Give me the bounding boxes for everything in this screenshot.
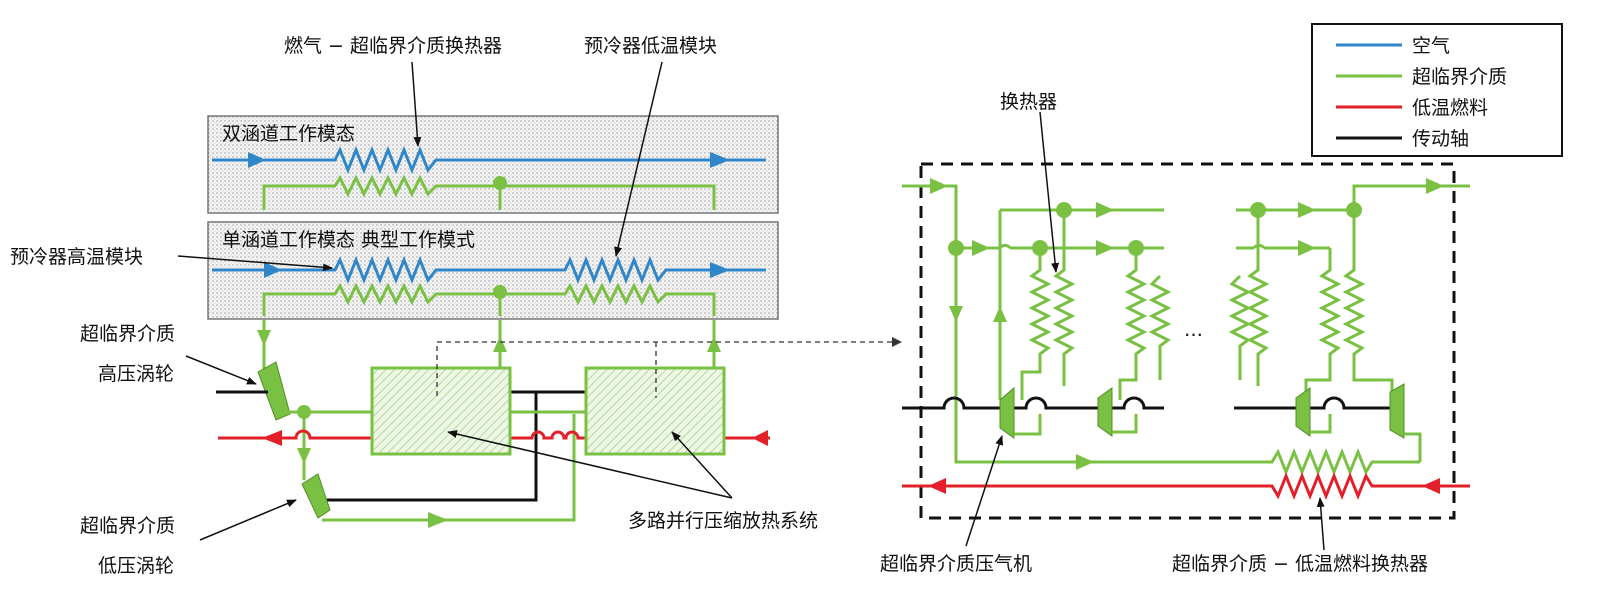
hx-coil-7 — [1304, 248, 1342, 400]
compressor-1 — [999, 386, 1015, 439]
left-group-riser-arrow — [993, 306, 1007, 322]
leader-fuel-hx — [1316, 497, 1325, 551]
single-air-arrow-1 — [264, 262, 282, 278]
dual-medium-node — [493, 176, 507, 190]
hp-turbine — [257, 361, 291, 421]
detail-fuel-arrow-out — [928, 478, 946, 494]
detail-down-arrow — [949, 306, 963, 322]
dual-air-line — [212, 145, 766, 175]
label-hp-turbine-1: 超临界介质 — [80, 323, 175, 345]
leader-compressor — [965, 435, 1004, 547]
label-heat-exchanger: 换热器 — [1000, 91, 1057, 113]
label-hp-turbine-2: 高压涡轮 — [98, 363, 174, 385]
legend-label-air: 空气 — [1412, 35, 1450, 57]
ellipsis-marker: … — [1184, 319, 1203, 341]
callout-labels: 燃气 − 超临界介质换热器 预冷器低温模块 预冷器高温模块 超临界介质 高压涡轮… — [10, 35, 1428, 577]
label-lp-turbine-2: 低压涡轮 — [98, 555, 174, 577]
dual-duct-frame — [207, 115, 779, 214]
compressor-2 — [1097, 387, 1113, 437]
fuel-arrow-in — [752, 430, 768, 446]
upper-row-right-arrow — [1298, 202, 1316, 218]
detail-fuel-line — [902, 471, 1470, 501]
hp-to-lp-arrow — [297, 448, 311, 464]
detail-medium-return-arrow — [1076, 454, 1094, 470]
lp-outlet-arrow — [428, 512, 448, 528]
legend-label-shaft: 传动轴 — [1412, 128, 1469, 150]
detail-outlet-arrow — [1426, 178, 1444, 194]
dual-air-arrow-2 — [710, 152, 730, 168]
legend: 空气 超临界介质 低温燃料 传动轴 — [1311, 23, 1563, 157]
label-compressor: 超临界介质压气机 — [880, 553, 1032, 575]
single-air-arrow-2 — [710, 262, 730, 278]
leader-multipath-1 — [447, 430, 733, 499]
leader-lp-turbine — [199, 499, 297, 541]
hp-turbine-inlet-arrow — [257, 330, 271, 346]
lp-turbine — [301, 473, 331, 519]
label-fuel-hx: 超临界介质 − 低温燃料换热器 — [1172, 553, 1428, 575]
detail-medium-return — [954, 420, 1420, 477]
detail-inlet-arrow — [930, 178, 948, 194]
detail-link-arrow — [892, 337, 902, 347]
single-duct-panel: 单涵道工作模态 典型工作模式 — [207, 221, 779, 320]
label-precooler-high: 预冷器高温模块 — [10, 246, 143, 268]
detail-fuel-arrow-in — [1422, 478, 1440, 494]
single-air-line — [212, 255, 766, 285]
leader-heat-exchanger — [1039, 111, 1060, 273]
label-multipath-system: 多路并行压缩放热系统 — [628, 510, 818, 532]
single-duct-title: 单涵道工作模态 典型工作模式 — [222, 229, 475, 251]
leader-multipath-2 — [671, 431, 733, 499]
label-gas-hx: 燃气 − 超临界介质换热器 — [284, 35, 502, 57]
detail-frame — [919, 162, 1456, 520]
hx-coil-6 — [1246, 210, 1270, 386]
compression-module-1 — [370, 366, 512, 456]
lower-row-right-arrow — [1298, 240, 1316, 256]
detail-link-dashed — [436, 341, 892, 398]
legend-label-fuel: 低温燃料 — [1412, 97, 1488, 119]
dual-duct-title: 双涵道工作模态 — [222, 123, 355, 145]
leader-precooler-high — [177, 255, 333, 272]
upper-row-left-arrow — [1096, 202, 1114, 218]
lower-row-arrow-2 — [1096, 240, 1114, 256]
dual-duct-panel: 双涵道工作模态 — [207, 115, 779, 214]
callout-leaders — [177, 61, 1325, 551]
lp-outlet-line — [322, 414, 576, 522]
compression-module-2 — [584, 366, 726, 456]
leader-precooler-low — [614, 61, 663, 257]
left-lower-system — [216, 320, 902, 528]
detail-inlet — [902, 184, 958, 420]
hx-coil-3 — [1118, 248, 1148, 400]
dual-air-arrow-1 — [248, 152, 266, 168]
module-outlet-2-arrow — [707, 336, 721, 352]
detail-shaft-right — [1234, 396, 1394, 410]
hx-coil-2 — [1052, 210, 1076, 386]
dual-medium-line — [262, 174, 716, 210]
compressor-outlet-lines — [1014, 414, 1422, 462]
hx-coil-8 — [1342, 210, 1394, 396]
label-lp-turbine-1: 超临界介质 — [80, 515, 175, 537]
compressor-4 — [1389, 383, 1405, 439]
label-precooler-low: 预冷器低温模块 — [584, 35, 717, 57]
single-medium-node — [493, 285, 507, 299]
leader-hp-turbine — [185, 355, 257, 385]
leader-gas-hx — [411, 61, 422, 147]
lower-row-arrow-1 — [972, 240, 990, 256]
detail-system: … — [902, 162, 1470, 520]
lower-node-a — [948, 240, 964, 256]
detail-shaft-left — [902, 396, 1164, 410]
hx-coil-5 — [1228, 274, 1252, 380]
lp-shaft — [310, 392, 538, 502]
module-outlet-1-arrow — [493, 336, 507, 352]
fuel-arrow-out — [262, 430, 282, 446]
hx-coil-1 — [1020, 248, 1052, 400]
legend-label-medium: 超临界介质 — [1412, 66, 1507, 88]
hx-coil-4 — [1148, 274, 1172, 380]
compressor-3 — [1295, 387, 1311, 437]
